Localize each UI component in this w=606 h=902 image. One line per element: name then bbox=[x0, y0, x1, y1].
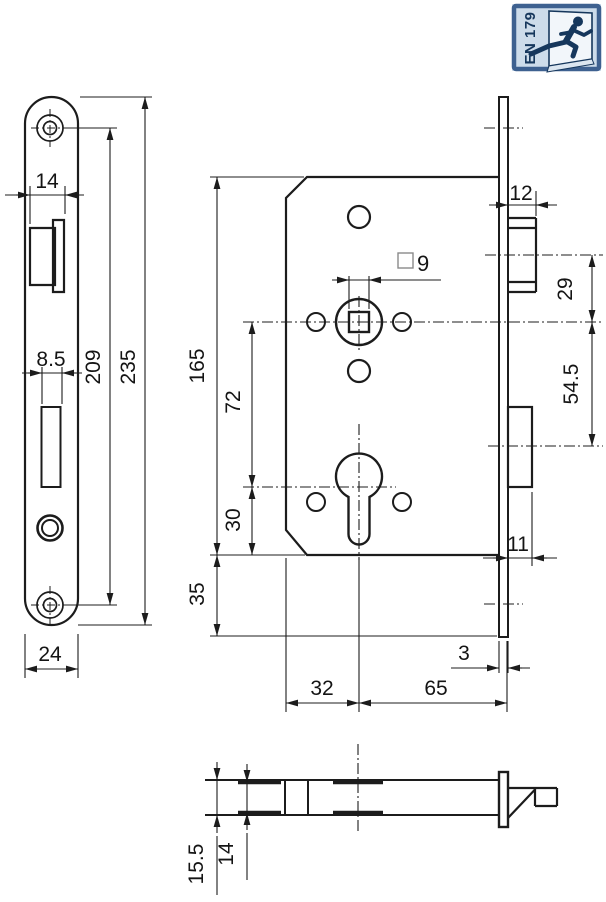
dim-inner-thickness: 14 bbox=[215, 764, 251, 880]
dim-plate-height: 235 bbox=[78, 96, 152, 626]
latch-bolt-side bbox=[508, 216, 538, 294]
dim-follower-to-cylinder: 72 bbox=[222, 322, 256, 487]
top-view: 15.5 14 bbox=[185, 744, 559, 895]
en179-badge: EN 179 bbox=[511, 3, 602, 73]
dim-label: 165 bbox=[186, 348, 209, 383]
dim-cylinder-to-bottom: 30 bbox=[222, 487, 256, 555]
dim-label: 24 bbox=[38, 643, 62, 666]
badge-standard-label: EN 179 bbox=[522, 11, 539, 64]
lower-fixing-hole bbox=[346, 358, 372, 384]
deadbolt-side bbox=[506, 405, 534, 489]
dim-plate-width: 24 bbox=[24, 634, 79, 678]
square-symbol-icon bbox=[397, 252, 414, 269]
construction-lines bbox=[210, 176, 508, 712]
dim-label: 54.5 bbox=[560, 364, 583, 405]
case-outline bbox=[284, 175, 499, 557]
dim-latch-projection: 12 bbox=[489, 182, 557, 216]
man-head bbox=[573, 16, 583, 27]
door-sill-icon bbox=[546, 58, 595, 73]
dim-edge-to-axis: 32 bbox=[286, 677, 359, 707]
screw-hole-centerlines bbox=[31, 109, 69, 147]
dim-label: 65 bbox=[424, 677, 447, 700]
follower-block bbox=[284, 780, 309, 815]
cover-plate-segments bbox=[238, 780, 383, 815]
dim-label: 35 bbox=[186, 582, 209, 605]
dim-follower-to-deadbolt: 54.5 bbox=[560, 322, 596, 446]
faceplate-edge bbox=[498, 96, 509, 638]
case-top-outline bbox=[205, 779, 499, 816]
man-back-leg bbox=[528, 39, 569, 57]
man-back-arm bbox=[559, 30, 574, 36]
top-fixing-hole bbox=[346, 204, 372, 230]
dim-label: 235 bbox=[117, 349, 140, 384]
dim-latch-width: 14 bbox=[5, 170, 84, 224]
dim-latch-to-follower: 29 bbox=[554, 255, 596, 322]
cylinder-hole-inner bbox=[41, 519, 59, 537]
dim-plate-overhang: 35 bbox=[186, 555, 221, 636]
man-front-arm bbox=[571, 28, 593, 37]
dim-lines bbox=[332, 276, 441, 309]
dim-label: 9 bbox=[417, 251, 429, 276]
dim-label: 209 bbox=[82, 349, 105, 384]
cylinder-screw-hole-right bbox=[392, 492, 412, 512]
dim-slot-width: 8.5 bbox=[22, 348, 82, 404]
dim-screw-spacing: 209 bbox=[63, 127, 117, 606]
dim-ext bbox=[78, 96, 152, 626]
faceplate-top-view bbox=[497, 770, 510, 829]
dim-spindle-square: 9 bbox=[332, 251, 441, 309]
dim-label: 11 bbox=[507, 533, 529, 556]
front-screw-hole-bottom bbox=[31, 586, 69, 624]
front-latch-bolt bbox=[28, 218, 66, 294]
dim-label: 14 bbox=[35, 170, 59, 193]
dim-label: 15.5 bbox=[185, 844, 208, 885]
cylinder-hole-outer bbox=[36, 514, 64, 542]
dim-label: 72 bbox=[222, 390, 245, 413]
dim-deadbolt-projection: 11 bbox=[483, 492, 557, 566]
latch-bolt-top-view bbox=[507, 786, 559, 819]
dim-label: 14 bbox=[215, 842, 238, 866]
case-side-view: 165 35 72 30 9 12 bbox=[186, 96, 603, 712]
cylinder-screw-hole-left bbox=[306, 492, 326, 512]
dim-outer-thickness: 15.5 bbox=[185, 762, 221, 895]
dim-label: 3 bbox=[458, 642, 470, 665]
screw-hole-centerlines bbox=[31, 586, 69, 624]
dim-label: 8.5 bbox=[36, 348, 65, 371]
centerlines bbox=[243, 127, 603, 605]
front-cylinder-screw-hole bbox=[36, 514, 64, 542]
man-front-leg bbox=[563, 38, 579, 59]
dim-label: 29 bbox=[554, 277, 577, 300]
dim-backset: 65 bbox=[359, 677, 507, 707]
running-man-icon bbox=[528, 16, 593, 59]
front-deadbolt-slot bbox=[40, 406, 62, 488]
dim-faceplate-thickness: 3 bbox=[451, 641, 530, 673]
dim-case-height: 165 bbox=[186, 177, 221, 555]
front-view: 14 8.5 209 235 24 bbox=[5, 95, 152, 678]
dim-label: 30 bbox=[222, 508, 245, 531]
dim-lines bbox=[451, 641, 530, 673]
dim-label: 32 bbox=[310, 677, 333, 700]
dim-label: 12 bbox=[509, 182, 532, 205]
front-plate-outline bbox=[23, 95, 80, 627]
